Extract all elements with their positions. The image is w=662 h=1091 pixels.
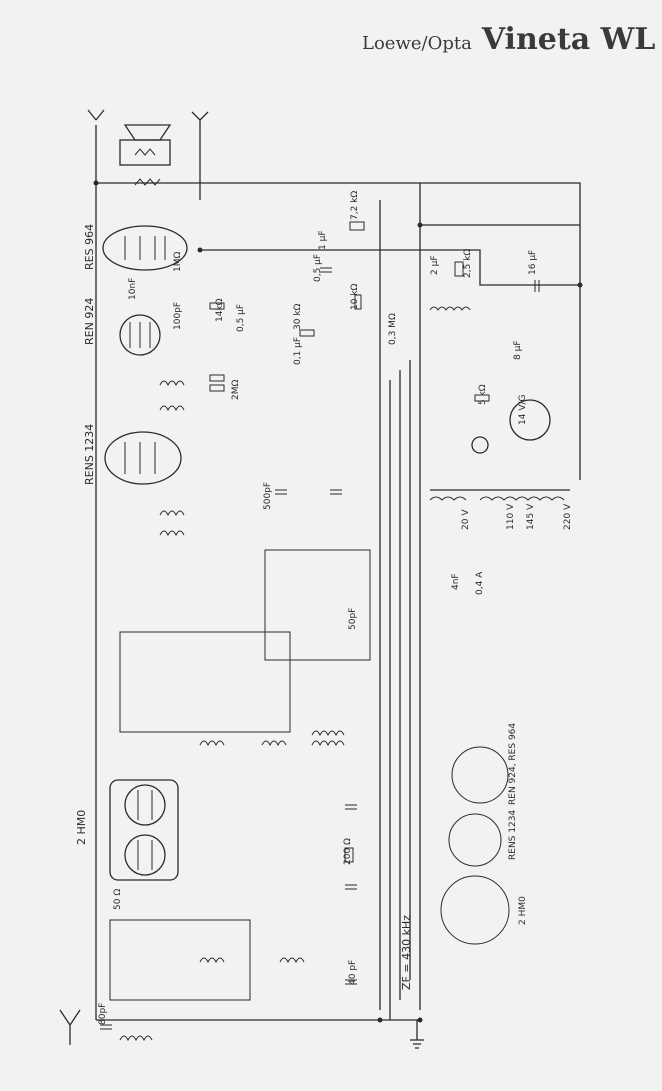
label-c-50pf: 50pF bbox=[348, 608, 358, 630]
label-r-25k: 2,5 kΩ bbox=[463, 249, 473, 278]
tube4-label: 2 HM0 bbox=[75, 810, 88, 845]
label-r-5k: 5 kΩ bbox=[478, 384, 488, 405]
tube3-label: RENS 1234 bbox=[83, 424, 96, 485]
label-c-16uf: 16 µF bbox=[528, 250, 538, 275]
model-label: Vineta WL bbox=[481, 22, 656, 57]
switch-block-1 bbox=[264, 549, 371, 661]
label-c-4nf: 4nF bbox=[451, 573, 461, 590]
tube-res964 bbox=[102, 225, 188, 271]
tube1-label: RES 964 bbox=[83, 224, 96, 270]
fuse-lamp bbox=[471, 436, 489, 454]
label-r-50: 50 Ω bbox=[113, 889, 123, 910]
label-c-500pf: 500pF bbox=[263, 482, 273, 510]
label-v220: 220 V bbox=[563, 503, 573, 530]
junction-dots bbox=[93, 180, 583, 1023]
label-v20: 20 V bbox=[461, 509, 471, 530]
speaker bbox=[119, 124, 172, 166]
label-r-2mohm: 2MΩ bbox=[231, 380, 241, 400]
label-fuse: 0,4 A bbox=[475, 571, 485, 595]
antenna-symbol bbox=[59, 1009, 81, 1045]
label-c-80pf: 80pF bbox=[98, 1003, 108, 1025]
hv-bus bbox=[200, 249, 580, 286]
label-r-200: 200 Ω bbox=[343, 838, 353, 865]
label-r-1mohm: 1MΩ bbox=[173, 252, 183, 272]
label-v110: 110 V bbox=[506, 503, 516, 530]
label-v145: 145 V bbox=[526, 503, 536, 530]
label-r-20mohm: 0,3 MΩ bbox=[388, 313, 398, 345]
label-c-8uf: 8 µF bbox=[513, 341, 523, 361]
coils bbox=[119, 380, 345, 1042]
label-c-05uf-b: 0,5 µF bbox=[236, 304, 246, 332]
diagram-title: Loewe/Opta Vineta WL bbox=[362, 22, 655, 57]
label-r-7k2: 7,2 kΩ bbox=[350, 191, 360, 220]
label-c-2uf: 2 µF bbox=[430, 256, 440, 276]
label-r-10k: 10 kΩ bbox=[350, 283, 360, 310]
maker-label: Loewe/Opta bbox=[362, 33, 472, 54]
socket-diagrams bbox=[440, 746, 510, 945]
tube-rens1234 bbox=[104, 431, 182, 485]
label-c-100pf: 100pF bbox=[173, 302, 183, 330]
label-socket-2: RENS 1234 bbox=[508, 810, 518, 860]
switch-block-3 bbox=[109, 919, 251, 1001]
label-socket-1: REN 924, RES 964 bbox=[508, 723, 518, 805]
ground-symbol bbox=[410, 1020, 424, 1049]
label-c-10nf: 10nF bbox=[128, 278, 138, 300]
tube-ren924 bbox=[119, 314, 161, 356]
top-bus-wire bbox=[96, 182, 581, 480]
tube2-label: REN 924 bbox=[83, 298, 96, 345]
label-r-30k: 30 kΩ bbox=[293, 303, 303, 330]
label-socket-3: 2 HM0 bbox=[518, 896, 528, 925]
switch-block-2 bbox=[119, 631, 291, 733]
label-lamp: 14 V/G bbox=[518, 394, 528, 425]
pilot-lamp bbox=[509, 399, 551, 441]
tube-2hm0 bbox=[109, 779, 179, 881]
label-c-01uf: 0,1 µF bbox=[293, 337, 303, 365]
capacitor-symbols bbox=[100, 267, 540, 1030]
label-r-14k: 14kΩ bbox=[215, 298, 225, 322]
mains-transformer bbox=[429, 306, 570, 501]
label-if-freq: ZF = 430 kHz bbox=[400, 915, 413, 990]
label-c-40pf: 40 pF bbox=[348, 960, 358, 985]
label-c-1uf: 1 µF bbox=[318, 231, 328, 251]
resistor-symbols bbox=[209, 221, 490, 863]
label-c-05uf-a: 0,5 µF bbox=[313, 254, 323, 282]
